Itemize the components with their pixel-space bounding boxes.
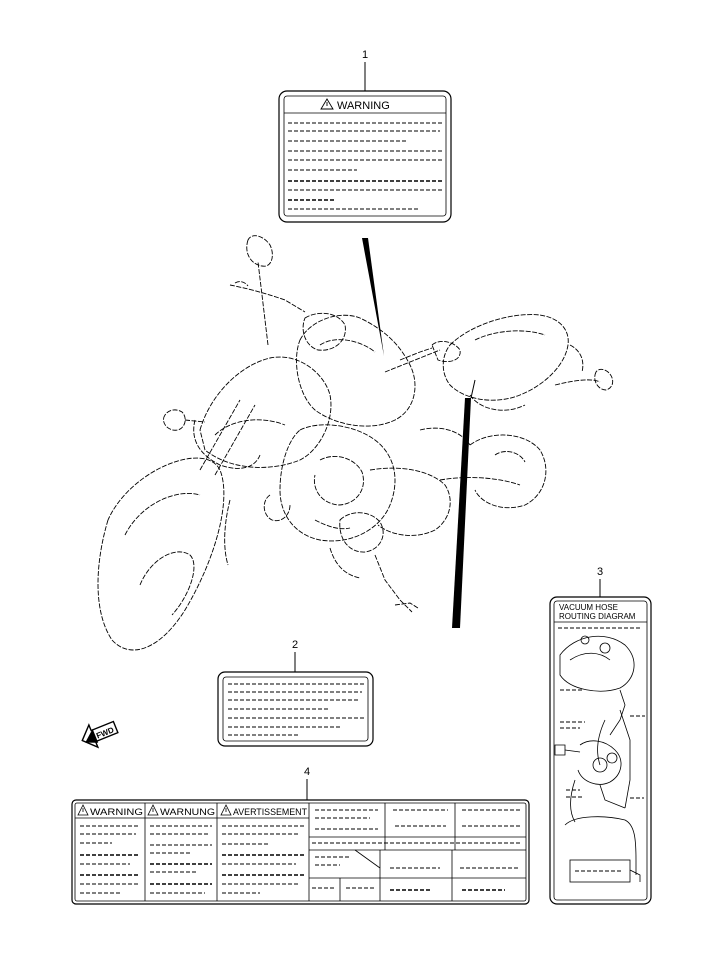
- label-4-spec-table: [309, 803, 526, 901]
- forward-arrow-icon: FWD: [81, 720, 119, 749]
- label-3-frame: [549, 596, 652, 905]
- label-1-group: 1 WARNING: [278, 49, 452, 356]
- label-4-heading-de: WARNUNG: [160, 807, 215, 817]
- vacuum-hose-sketch: [554, 635, 641, 883]
- label-4-group: 4 WARNING WARNUNG AVERTISSEMENT: [71, 766, 530, 905]
- warning-triangle-icon: [320, 98, 334, 110]
- motorcycle-drawing: [97, 235, 614, 651]
- label-3-title-line1: VACUUM HOSE: [559, 603, 618, 612]
- warning-triangle-icon: [77, 804, 89, 816]
- callout-1: 1: [362, 49, 368, 61]
- warning-triangle-icon: [220, 804, 232, 816]
- label-1-frame: [278, 90, 452, 223]
- label-3-pointer: [452, 398, 471, 628]
- label-4-heading-en: WARNING: [90, 807, 143, 817]
- label-3-group: 3 VACUUM HOSE ROUTING DIAGRAM: [549, 566, 652, 905]
- label-1-pointer: [362, 238, 384, 356]
- label-3-title-line2: ROUTING DIAGRAM: [559, 612, 636, 621]
- callout-3: 3: [597, 566, 603, 578]
- label-1-title: WARNING: [337, 100, 390, 112]
- label-2-group: 2: [217, 639, 374, 747]
- label-1-inner: [283, 95, 447, 217]
- label-4-heading-fr: AVERTISSEMENT: [233, 807, 307, 817]
- warning-triangle-icon: [147, 804, 159, 816]
- callout-2: 2: [292, 639, 298, 651]
- callout-4: 4: [304, 766, 310, 778]
